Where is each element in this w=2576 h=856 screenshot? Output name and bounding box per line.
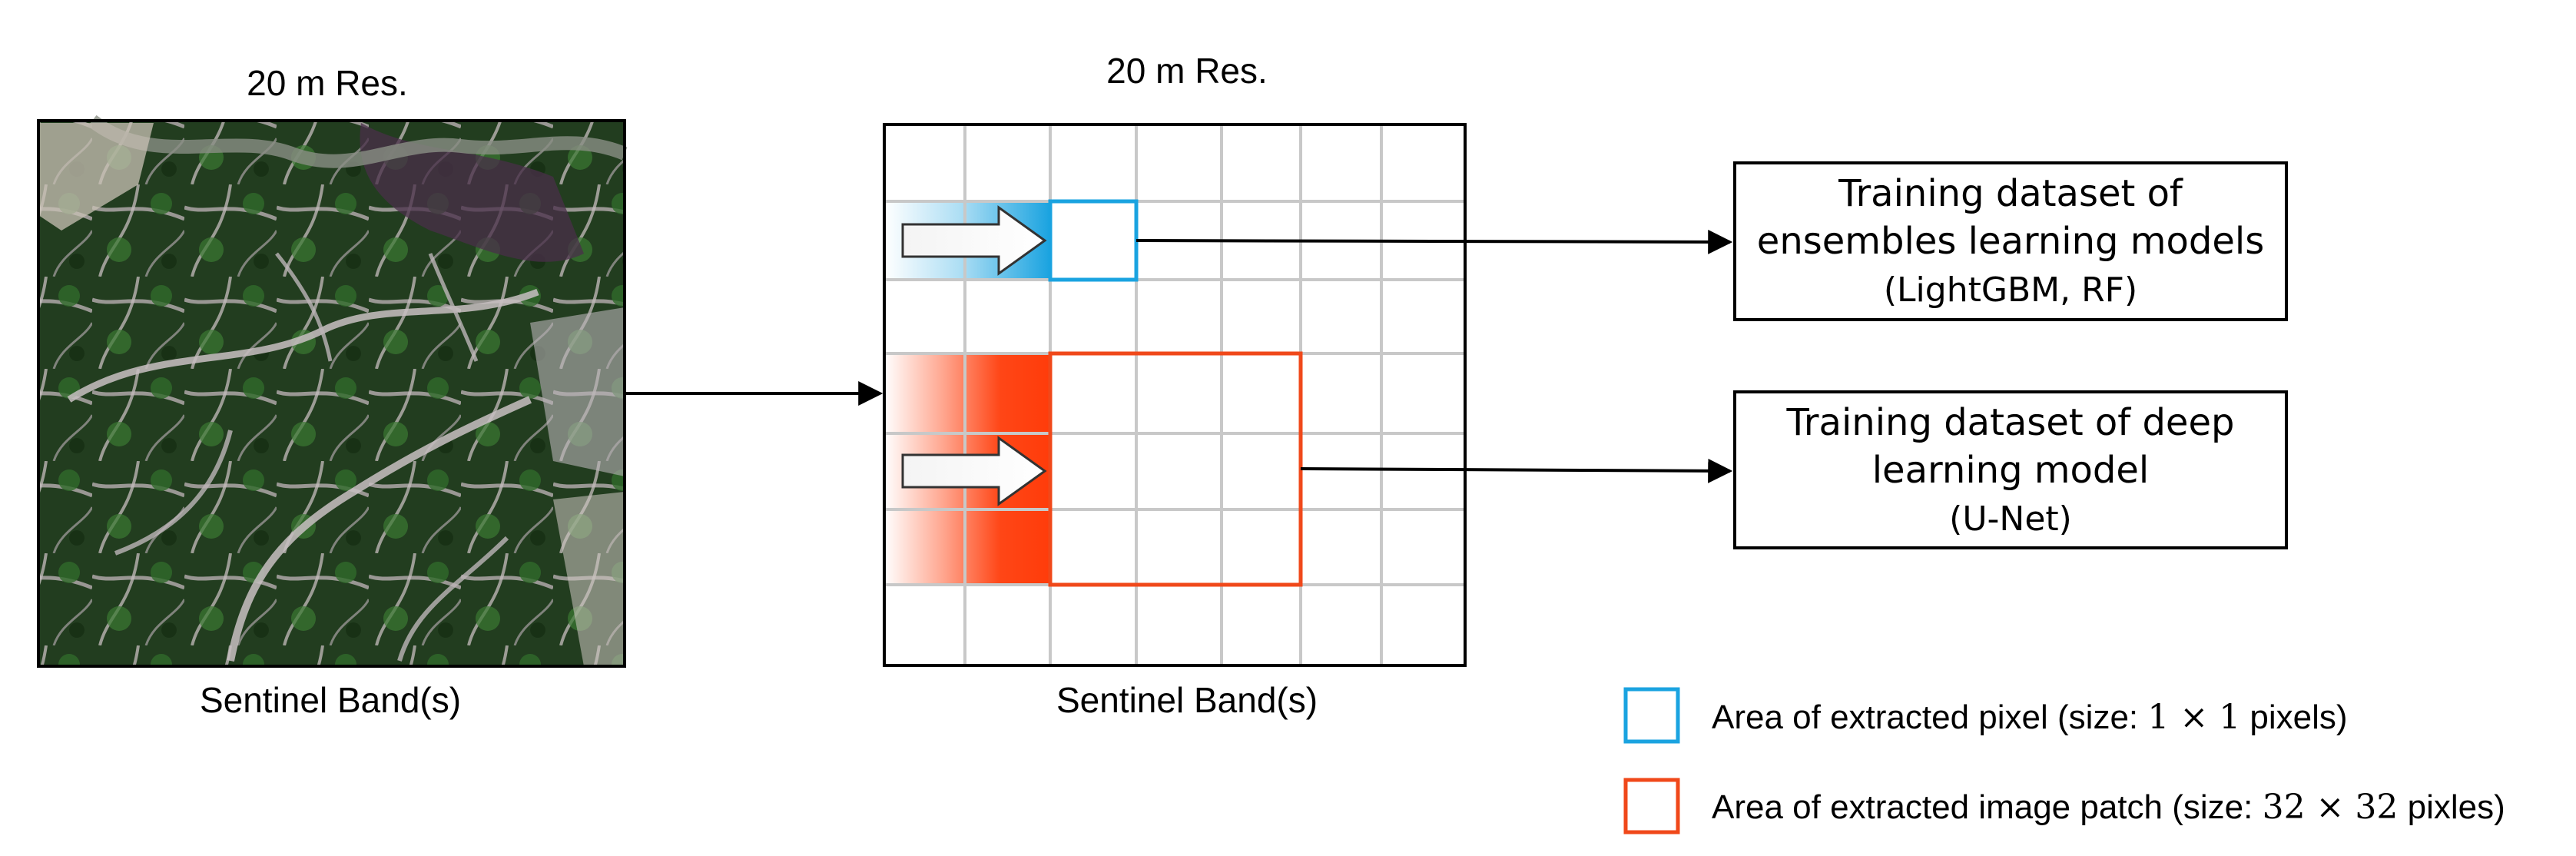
deep-line3: (U-Net)	[1949, 499, 2072, 539]
legend-patch-size: 32 × 32	[2263, 788, 2399, 827]
deep-line2: learning model	[1872, 449, 2150, 492]
legend-patch-text-before: Area of extracted image patch (size:	[1712, 788, 2263, 826]
legend-pixel-size: 1 × 1	[2147, 698, 2240, 737]
ensemble-line2: ensembles learning models	[1757, 220, 2264, 263]
legend: Area of extracted pixel (size: 1 × 1 pix…	[1623, 687, 2505, 834]
ensemble-output-box: Training dataset of ensembles learning m…	[1733, 161, 2288, 321]
legend-pixel-text-after: pixels)	[2240, 698, 2347, 736]
pixel-slide-arrow	[901, 205, 1047, 276]
pixel-to-ensemble-arrow	[1135, 229, 1733, 254]
deep-output-box: Training dataset of deep learning model …	[1733, 390, 2288, 549]
grid-resolution-label: 20 m Res.	[1106, 51, 1268, 91]
legend-patch-swatch	[1623, 778, 1680, 834]
legend-patch-text-after: pixles)	[2398, 788, 2505, 826]
satellite-image	[37, 114, 628, 668]
pixel-grid	[883, 123, 1467, 667]
ensemble-line1: Training dataset of	[1838, 172, 2183, 215]
patch-slide-arrow	[901, 436, 1047, 506]
deep-line1: Training dataset of deep	[1786, 401, 2235, 444]
legend-patch-text: Area of extracted image patch (size: 32 …	[1712, 788, 2505, 827]
patch-to-deep-arrow	[1300, 458, 1733, 483]
legend-pixel-text-before: Area of extracted pixel (size:	[1712, 698, 2147, 736]
legend-pixel-swatch	[1623, 687, 1680, 744]
grid-caption: Sentinel Band(s)	[1056, 680, 1318, 720]
legend-pixel-text: Area of extracted pixel (size: 1 × 1 pix…	[1712, 698, 2348, 737]
left-resolution-label: 20 m Res.	[247, 63, 408, 103]
ensemble-line3: (LightGBM, RF)	[1884, 270, 2137, 310]
left-caption: Sentinel Band(s)	[200, 680, 461, 720]
